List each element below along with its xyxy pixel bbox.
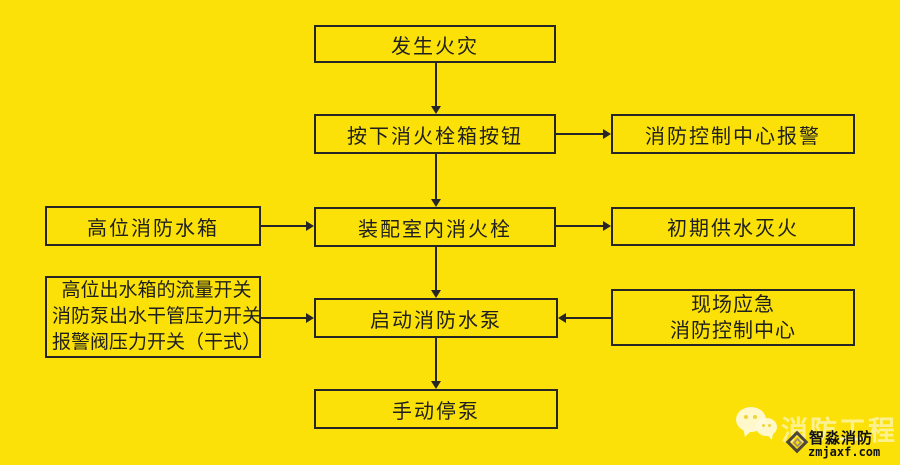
node-fire-occurs-label: 发生火灾 xyxy=(391,35,479,58)
node-switches-line-2: 消防泵出水干管压力开关 xyxy=(52,306,262,327)
watermark-program-text: 消防工程 xyxy=(781,416,897,446)
node-fire-occurs: 发生火灾 xyxy=(314,25,556,63)
watermark-site-text: zmjaxf.com xyxy=(808,445,881,459)
wechat-icon xyxy=(736,405,782,445)
node-switches: 高位出水箱的流量开关 消防泵出水干管压力开关 报警阀压力开关（干式） xyxy=(45,276,261,358)
node-emergency-line-1: 现场应急 xyxy=(691,293,775,316)
node-press-hydrant-button: 按下消火栓箱按钮 xyxy=(314,114,556,154)
node-high-level-water-tank: 高位消防水箱 xyxy=(45,206,261,246)
node-press-hydrant-button-label: 按下消火栓箱按钮 xyxy=(347,125,523,148)
node-control-center-alarm: 消防控制中心报警 xyxy=(611,114,855,154)
node-emergency-line-2: 消防控制中心 xyxy=(670,319,796,342)
node-initial-water-supply-label: 初期供水灭火 xyxy=(667,218,799,240)
node-high-level-water-tank-label: 高位消防水箱 xyxy=(87,217,219,240)
node-manual-pump-stop: 手动停泵 xyxy=(314,389,558,429)
node-start-fire-pump: 启动消防水泵 xyxy=(314,298,558,338)
node-manual-pump-stop-label: 手动停泵 xyxy=(392,400,480,423)
node-onsite-emergency-control-center: 现场应急 消防控制中心 xyxy=(611,289,855,346)
node-start-fire-pump-label: 启动消防水泵 xyxy=(370,309,502,332)
node-indoor-hydrant-label: 装配室内消火栓 xyxy=(358,218,512,241)
node-initial-water-supply: 初期供水灭火 xyxy=(611,207,855,246)
zhimiao-diamond-logo-icon xyxy=(785,430,809,454)
node-indoor-hydrant: 装配室内消火栓 xyxy=(314,207,556,247)
watermark-brand-text: 智淼消防 xyxy=(809,430,874,447)
node-switches-line-3: 报警阀压力开关（干式） xyxy=(52,332,262,353)
node-switches-line-1: 高位出水箱的流量开关 xyxy=(61,280,252,301)
node-control-center-alarm-label: 消防控制中心报警 xyxy=(645,125,821,148)
